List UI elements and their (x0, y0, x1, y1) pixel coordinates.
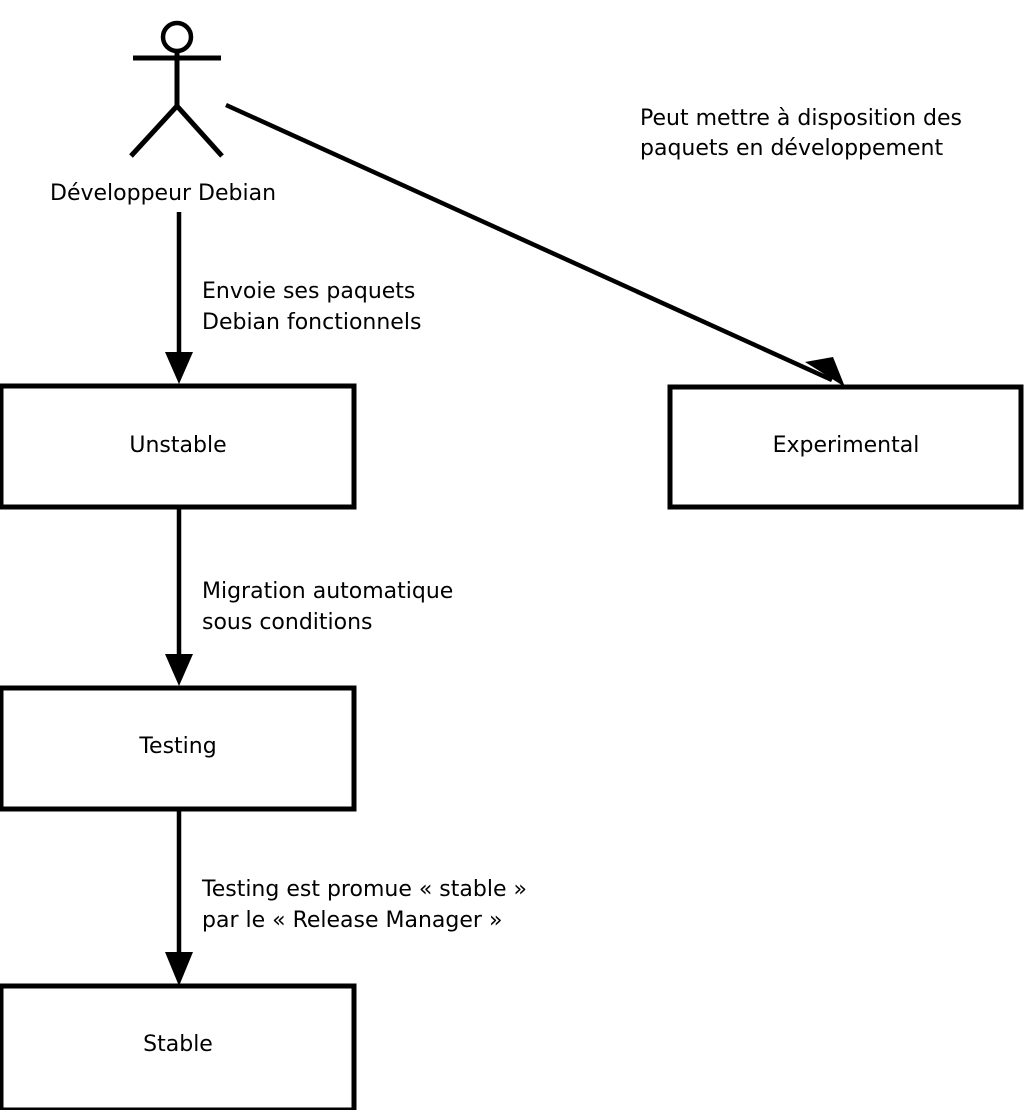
edge-dev-to-unstable-label-line2: Debian fonctionnels (202, 310, 421, 335)
node-testing[interactable]: Testing (0, 685, 357, 812)
node-experimental-label: Experimental (773, 433, 920, 458)
edge-dev-to-unstable-arrowhead (165, 352, 193, 384)
edge-unstable-to-testing (165, 509, 193, 686)
edge-dev-to-experimental-label-line2: paquets en développement (640, 136, 943, 161)
edge-testing-to-stable-label-line1: Testing est promue « stable » (201, 877, 527, 902)
edge-dev-to-experimental-arrowhead (805, 357, 845, 387)
actor-label: Développeur Debian (50, 181, 276, 206)
node-stable-label: Stable (143, 1032, 213, 1057)
edge-unstable-to-testing-label-line1: Migration automatique (202, 579, 453, 604)
node-testing-box[interactable] (0, 685, 357, 812)
edge-dev-to-experimental (225, 102, 845, 387)
node-stable-box[interactable] (0, 983, 357, 1110)
actor-leg-left-icon (129, 104, 179, 158)
edge-testing-to-stable-arrowhead (165, 952, 193, 986)
actor-leg-right-icon (175, 104, 224, 158)
edge-unstable-to-testing-label-line2: sous conditions (202, 610, 373, 635)
developer-actor (129, 20, 224, 158)
edge-dev-to-experimental-line (225, 102, 833, 383)
node-unstable-box[interactable] (0, 383, 357, 510)
edge-unstable-to-testing-arrowhead (165, 654, 193, 686)
edge-testing-to-stable (165, 811, 193, 986)
actor-head-icon (160, 20, 194, 54)
edge-testing-to-stable-label-line2: par le « Release Manager » (202, 908, 502, 933)
edge-dev-to-unstable (165, 212, 193, 384)
edge-dev-to-experimental-label-line1: Peut mettre à disposition des (640, 106, 962, 131)
node-experimental[interactable]: Experimental (667, 384, 1024, 510)
node-unstable-label: Unstable (129, 433, 226, 458)
node-experimental-box[interactable] (667, 384, 1024, 510)
node-unstable[interactable]: Unstable (0, 383, 357, 510)
node-testing-label: Testing (138, 734, 216, 759)
node-stable[interactable]: Stable (0, 983, 357, 1110)
edge-dev-to-unstable-label-line1: Envoie ses paquets (202, 279, 415, 304)
